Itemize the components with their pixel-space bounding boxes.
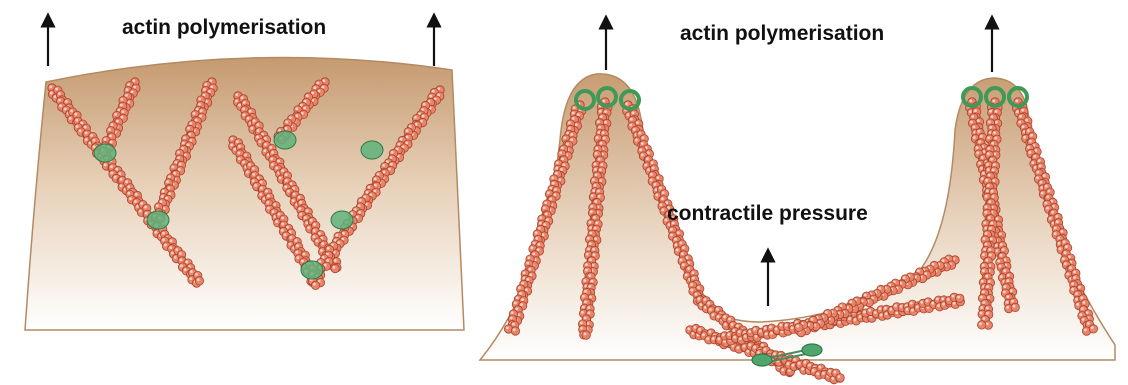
arp-complex-icon — [301, 261, 323, 279]
arp-complex-icon — [94, 144, 116, 162]
arp-complex-icon — [147, 211, 169, 229]
arp-complex-icon — [361, 141, 383, 159]
arp-complex-icon — [331, 211, 353, 229]
contractile-pressure-label: contractile pressure — [667, 202, 868, 226]
left-polymerisation-label: actin polymerisation — [122, 16, 326, 40]
arp-complex-icon — [274, 131, 296, 149]
right-polymerisation-label: actin polymerisation — [680, 22, 884, 46]
